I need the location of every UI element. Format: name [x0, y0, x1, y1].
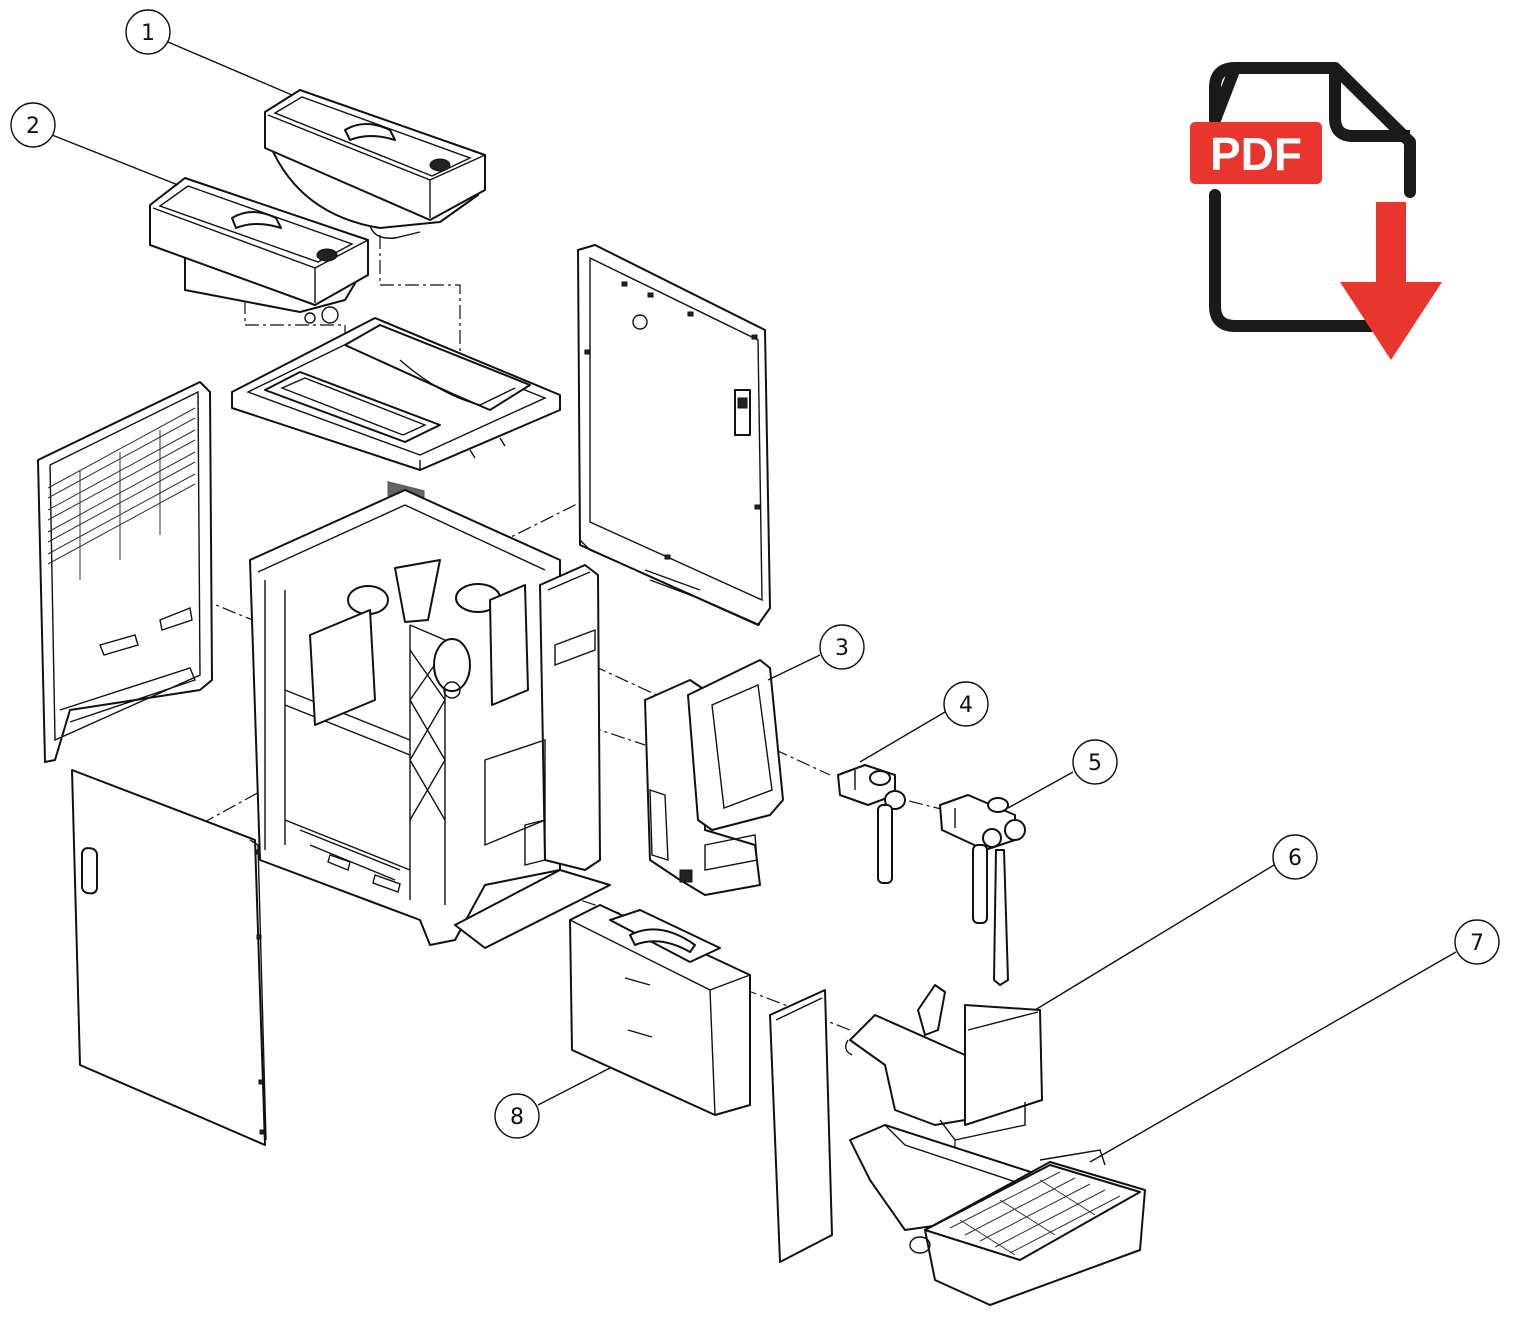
callout-1: 1	[125, 9, 171, 55]
front-door-panel	[71, 769, 267, 1146]
pdf-label: PDF	[1210, 128, 1302, 180]
callout-2: 2	[10, 102, 56, 148]
main-chassis	[249, 489, 561, 946]
water-tank	[569, 904, 751, 1116]
svg-text:8: 8	[510, 1105, 524, 1130]
leader-lines	[51, 41, 1457, 1163]
download-arrow-icon	[1340, 202, 1442, 360]
callout-3: 3	[819, 624, 865, 670]
base-plate	[454, 869, 611, 949]
svg-text:5: 5	[1088, 751, 1102, 776]
grounds-container	[845, 984, 1043, 1141]
bean-hopper-upper	[264, 89, 486, 239]
rear-panel	[577, 244, 771, 626]
drip-tray	[849, 1124, 1146, 1306]
bean-hopper-lower	[149, 177, 369, 324]
single-coffee-outlet	[837, 764, 906, 884]
left-side-panel	[37, 381, 213, 763]
svg-text:3: 3	[835, 636, 849, 661]
svg-text:2: 2	[26, 114, 40, 139]
front-cover-strip	[769, 989, 833, 1263]
callout-8: 8	[494, 1093, 540, 1139]
svg-text:6: 6	[1288, 846, 1302, 871]
document-fold	[1329, 68, 1410, 142]
svg-text:4: 4	[959, 693, 973, 718]
callout-5: 5	[1072, 739, 1118, 785]
svg-text:1: 1	[141, 21, 155, 46]
front-tower-panel	[484, 564, 601, 871]
double-coffee-outlet	[939, 794, 1026, 986]
callout-6: 6	[1272, 834, 1318, 880]
callout-4: 4	[943, 681, 989, 727]
control-display-unit	[644, 659, 784, 896]
callout-7: 7	[1454, 919, 1500, 965]
pdf-badge	[1190, 122, 1322, 184]
svg-text:7: 7	[1470, 931, 1484, 956]
pdf-download-icon[interactable]: PDF	[1190, 62, 1442, 360]
top-cover-frame	[231, 317, 561, 512]
